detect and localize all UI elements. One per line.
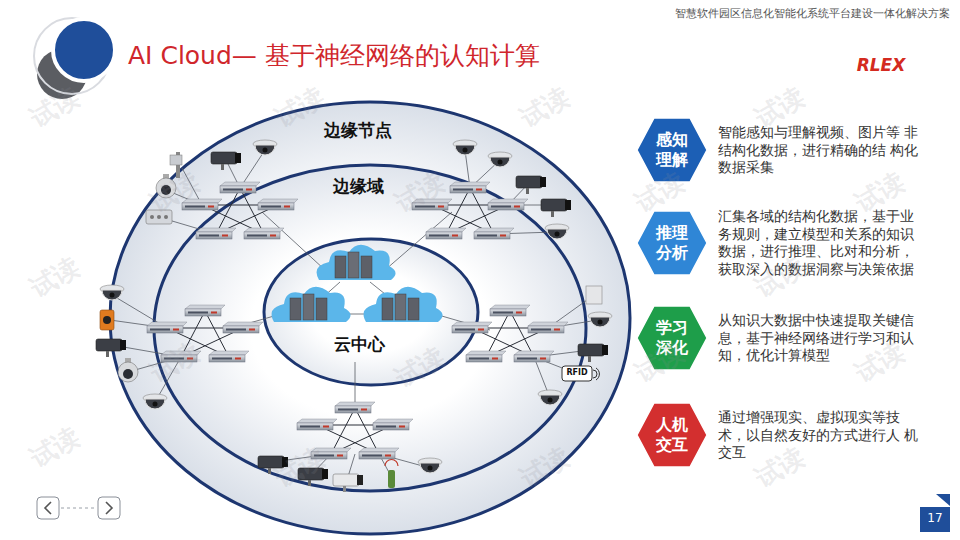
hexagon-heading: 人机 交互 bbox=[650, 415, 694, 455]
capability-hexagon: 推理 分析汇集各域的结构化数据，基于业 务规则，建立模型和关系的知识 数据，进行… bbox=[636, 210, 936, 276]
watermark: 试读 bbox=[266, 439, 334, 496]
watermark: 试读 bbox=[21, 419, 89, 476]
ring-outline bbox=[154, 165, 586, 491]
watermark: 试读 bbox=[141, 334, 209, 391]
watermark: 试读 bbox=[626, 164, 694, 221]
watermark: 试读 bbox=[746, 249, 814, 306]
hexagon-description: 通过增强现实、虚拟现实等技 术，以自然友好的方式进行人 机交互 bbox=[718, 409, 924, 462]
nav-button bbox=[98, 497, 120, 519]
page-corner bbox=[936, 494, 950, 506]
watermark: 试读 bbox=[266, 79, 334, 136]
box-camera bbox=[100, 310, 114, 330]
watermark: 试读 bbox=[386, 164, 454, 221]
watermark: 试读 bbox=[746, 79, 814, 136]
slide-title: AI Cloud— 基于神经网络的认知计算 bbox=[128, 40, 688, 72]
watermark: 试读 bbox=[21, 79, 89, 136]
page-number-box bbox=[920, 507, 950, 532]
watermark: 试读 bbox=[21, 249, 89, 306]
ring-label: 云中心 bbox=[250, 333, 468, 355]
brand-logo-text: RLEX bbox=[846, 55, 916, 75]
hexagon-heading: 感知 理解 bbox=[650, 130, 694, 170]
capability-hexagon: 人机 交互通过增强现实、虚拟现实等技 术，以自然友好的方式进行人 机交互 bbox=[636, 402, 936, 468]
capability-hexagon: 感知 理解智能感知与理解视频、图片等 非结构化数据，进行精确的结 构化数据采集 bbox=[636, 117, 936, 183]
logo-ring bbox=[34, 18, 110, 94]
ring-outline bbox=[264, 239, 478, 385]
rfid-text: RFID bbox=[563, 368, 591, 378]
nav-chevron bbox=[106, 502, 112, 514]
ring-outline bbox=[110, 102, 630, 534]
hexagon-shape bbox=[637, 211, 707, 275]
hexagon-heading: 推理 分析 bbox=[650, 223, 694, 263]
rfid-tag bbox=[562, 366, 599, 381]
watermark: 试读 bbox=[746, 439, 814, 496]
logo-circle bbox=[53, 19, 115, 81]
page-number: 17 bbox=[920, 511, 950, 525]
hexagon-description: 汇集各域的结构化数据，基于业 务规则，建立模型和关系的知识 数据，进行推理、比对… bbox=[718, 208, 924, 278]
watermark: 试读 bbox=[846, 164, 914, 221]
watermark: 试读 bbox=[846, 334, 914, 391]
box-device bbox=[586, 286, 602, 304]
capability-hexagon: 学习 深化从知识大数据中快速提取关键信 息，基于神经网络进行学习和认 知，优化计… bbox=[636, 305, 936, 371]
edge-domain-ring: 边缘域云中心 bbox=[152, 163, 588, 493]
cloud-center-ring: 云中心 bbox=[262, 237, 480, 387]
nav-dash bbox=[61, 508, 96, 509]
device-wires bbox=[110, 150, 598, 480]
ring-label: 边缘域 bbox=[140, 175, 576, 197]
ring-label: 边缘节点 bbox=[96, 119, 620, 141]
header-text: 智慧软件园区信息化智能化系统平台建设一体化解决方案 bbox=[560, 7, 950, 20]
edge-node-ring: 边缘节点边缘域云中心 bbox=[108, 100, 632, 536]
watermark: 试读 bbox=[141, 164, 209, 221]
hexagon-heading: 学习 深化 bbox=[650, 318, 694, 358]
watermark: 试读 bbox=[511, 79, 579, 136]
logo-circle bbox=[37, 49, 87, 99]
sign-pole bbox=[170, 152, 182, 178]
ring-outline bbox=[262, 237, 480, 387]
hexagon-shape bbox=[637, 118, 707, 182]
panel-device bbox=[146, 210, 172, 224]
antenna-device bbox=[385, 460, 398, 488]
hexagon-shape bbox=[637, 403, 707, 467]
watermark: 试读 bbox=[386, 339, 454, 396]
hexagon-shape bbox=[637, 306, 707, 370]
nav-button bbox=[37, 497, 59, 519]
hexagon-description: 智能感知与理解视频、图片等 非结构化数据，进行精确的结 构化数据采集 bbox=[718, 124, 924, 177]
hexagon-description: 从知识大数据中快速提取关键信 息，基于神经网络进行学习和认 知，优化计算模型 bbox=[718, 312, 924, 365]
watermark: 试读 bbox=[511, 439, 579, 496]
watermark: 试读 bbox=[626, 334, 694, 391]
nav-chevron bbox=[45, 502, 51, 514]
